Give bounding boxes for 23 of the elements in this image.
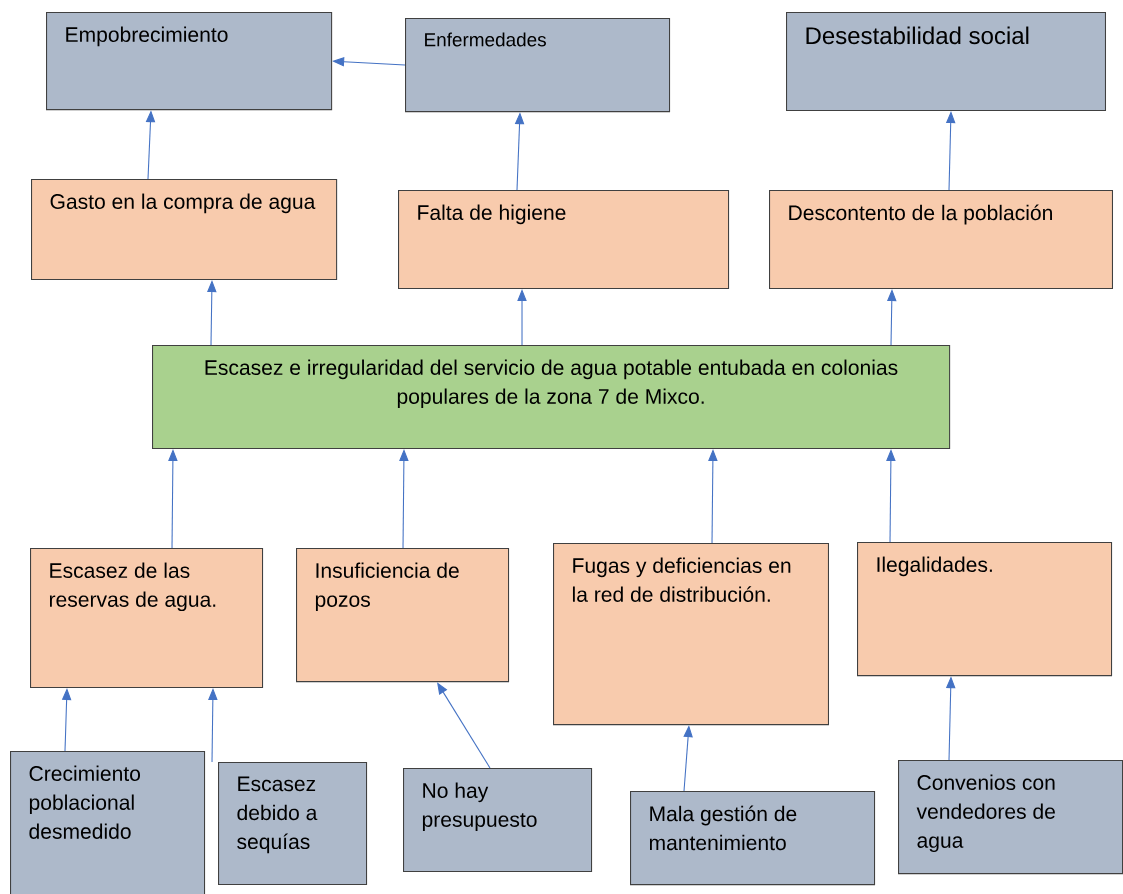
cause-box: No hay presupuesto bbox=[403, 768, 593, 872]
arrow bbox=[437, 682, 491, 769]
cause-box: Convenios con vendedores de agua bbox=[898, 760, 1123, 875]
effect-box: Empobrecimiento bbox=[46, 12, 333, 111]
effect-box: Enfermedades bbox=[405, 18, 671, 113]
effect-box: Gasto en la compra de agua bbox=[31, 179, 338, 281]
arrow bbox=[708, 449, 718, 544]
arrow bbox=[208, 688, 218, 763]
effect-box: Falta de higiene bbox=[398, 190, 730, 290]
cause-box: Ilegalidades. bbox=[857, 542, 1113, 677]
arrow bbox=[168, 449, 178, 549]
arrow bbox=[399, 449, 409, 549]
arrow bbox=[886, 449, 896, 543]
cause-box: Mala gestión de mantenimiento bbox=[630, 791, 876, 886]
cause-box: Crecimiento poblacional desmedido bbox=[10, 751, 206, 894]
effect-box: Desestabilidad social bbox=[786, 12, 1106, 112]
cause-box: Escasez debido a sequías bbox=[218, 762, 368, 886]
arrow bbox=[61, 688, 72, 752]
cause-box: Escasez de las reservas de agua. bbox=[30, 548, 264, 688]
cause-box: Fugas y deficiencias en la red de distribución. bbox=[553, 543, 829, 726]
effect-box: Descontento de la población bbox=[769, 190, 1113, 290]
cause-box: Insuficiencia de pozos bbox=[296, 548, 510, 683]
problem-box: Escasez e irregularidad del servicio de agua potable entubada en colonias populares de la zona 7 de Mixco. bbox=[152, 345, 951, 449]
